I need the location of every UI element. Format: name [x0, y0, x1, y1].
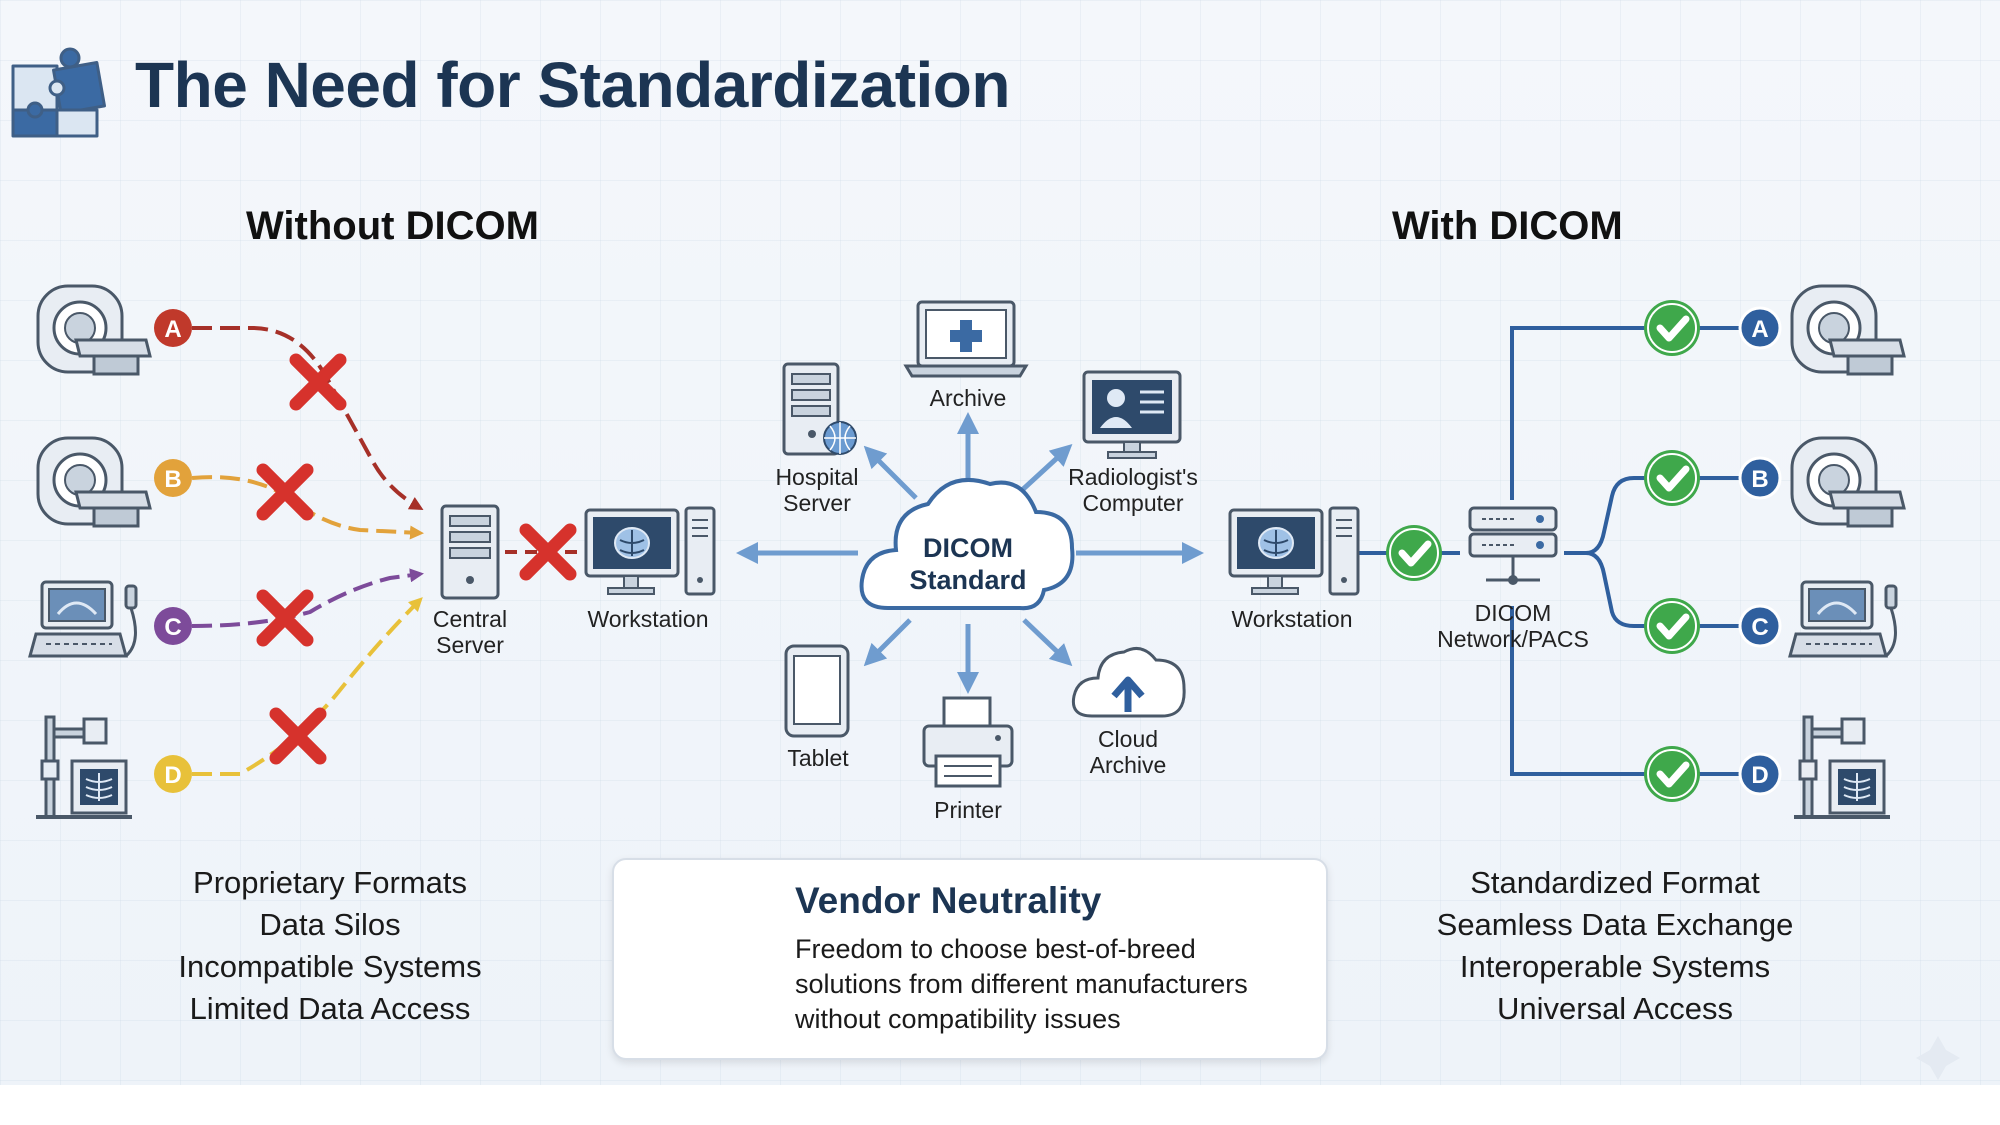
vendor-neutrality-card — [612, 858, 1328, 1060]
radiologist-computer-label: Radiologist's Computer — [1068, 464, 1198, 516]
badge-letter: C — [1751, 614, 1768, 641]
list-item: Proprietary Formats — [193, 865, 467, 900]
workstation-icon-right — [1228, 506, 1360, 596]
hospital-server-icon — [782, 362, 857, 456]
ultrasound-icon-c-right — [1788, 580, 1898, 658]
check-icon — [1644, 300, 1700, 356]
blocked-x-icon — [263, 470, 307, 514]
list-item: Incompatible Systems — [178, 949, 482, 984]
list-item: Universal Access — [1496, 991, 1734, 1026]
list-item: Standardized Format — [1470, 865, 1760, 900]
description-line: without compatibility issues — [795, 1004, 1121, 1034]
printer-icon — [922, 696, 1014, 788]
ultrasound-icon-c — [28, 580, 138, 658]
xray-machine-icon-d-right — [1792, 715, 1892, 819]
badge-letter: D — [1751, 762, 1768, 789]
workstation-label-right: Workstation — [1231, 606, 1353, 632]
issues-list: Proprietary Formats Data Silos Incompati… — [130, 862, 530, 1030]
mri-scanner-icon-b-right — [1790, 436, 1906, 528]
vendor-neutrality-title: Vendor Neutrality — [795, 880, 1102, 921]
hospital-server-label: Hospital Server — [775, 464, 859, 516]
dicom-cloud-label: DICOM Standard — [888, 532, 1048, 596]
dicom-cloud-line2: Standard — [909, 565, 1027, 595]
badge-letter: A — [1751, 316, 1768, 343]
vendor-neutrality-description: Freedom to choose best-of-breed solution… — [795, 932, 1248, 1037]
printer-label: Printer — [934, 797, 1002, 823]
badge-letter: B — [164, 466, 181, 493]
device-badge-d-right: D — [1738, 752, 1782, 796]
device-badge-c: C — [154, 607, 192, 645]
cloud-archive-label: Cloud Archive — [1089, 726, 1167, 778]
list-item: Interoperable Systems — [1459, 949, 1771, 984]
check-icon — [1644, 598, 1700, 654]
device-badge-a-right: A — [1738, 306, 1782, 350]
blocked-x-icon — [263, 596, 307, 640]
badge-letter: C — [164, 614, 181, 641]
tablet-label: Tablet — [787, 745, 849, 771]
device-badge-a: A — [154, 309, 192, 347]
list-item: Seamless Data Exchange — [1436, 907, 1794, 942]
central-server-label: Central Server — [432, 606, 508, 658]
badge-letter: A — [164, 316, 181, 343]
description-line: Freedom to choose best-of-breed — [795, 934, 1196, 964]
xray-machine-icon-d — [34, 715, 134, 819]
cloud-archive-icon — [1071, 646, 1186, 718]
device-badge-b: B — [154, 459, 192, 497]
puzzle-icon — [11, 47, 106, 138]
sparkle-icon — [1916, 1036, 1960, 1080]
archive-laptop-icon — [903, 300, 1029, 378]
check-icon — [1386, 525, 1442, 581]
without-dicom-title: Without DICOM — [246, 204, 539, 248]
central-server-icon — [440, 504, 500, 600]
mri-scanner-icon-a-right — [1790, 284, 1906, 376]
tablet-icon — [784, 644, 850, 738]
device-badge-c-right: C — [1738, 604, 1782, 648]
radiologist-computer-icon — [1082, 370, 1182, 459]
workstation-label-left: Workstation — [587, 606, 709, 632]
archive-label: Archive — [929, 385, 1007, 411]
badge-letter: D — [164, 762, 181, 789]
workstation-icon-left — [584, 506, 716, 596]
check-icon — [1644, 746, 1700, 802]
badge-letter: B — [1751, 466, 1768, 493]
page-title: The Need for Standardization — [135, 49, 1010, 121]
blocked-x-icon — [276, 714, 320, 758]
list-item: Limited Data Access — [189, 991, 471, 1026]
dicom-cloud-icon — [859, 478, 1075, 611]
pacs-network-icon — [1468, 506, 1558, 585]
with-dicom-title: With DICOM — [1392, 204, 1623, 248]
list-item: Data Silos — [259, 907, 401, 942]
device-badge-d: D — [154, 755, 192, 793]
check-icon — [1644, 450, 1700, 506]
benefits-list: Standardized Format Seamless Data Exchan… — [1400, 862, 1830, 1030]
mri-scanner-icon-b — [36, 436, 152, 528]
dicom-cloud-line1: DICOM — [923, 533, 1013, 563]
device-badge-b-right: B — [1738, 456, 1782, 500]
mri-scanner-icon-a — [36, 284, 152, 376]
description-line: solutions from different manufacturers — [795, 969, 1248, 999]
pacs-network-label: DICOM Network/PACS — [1437, 600, 1589, 652]
